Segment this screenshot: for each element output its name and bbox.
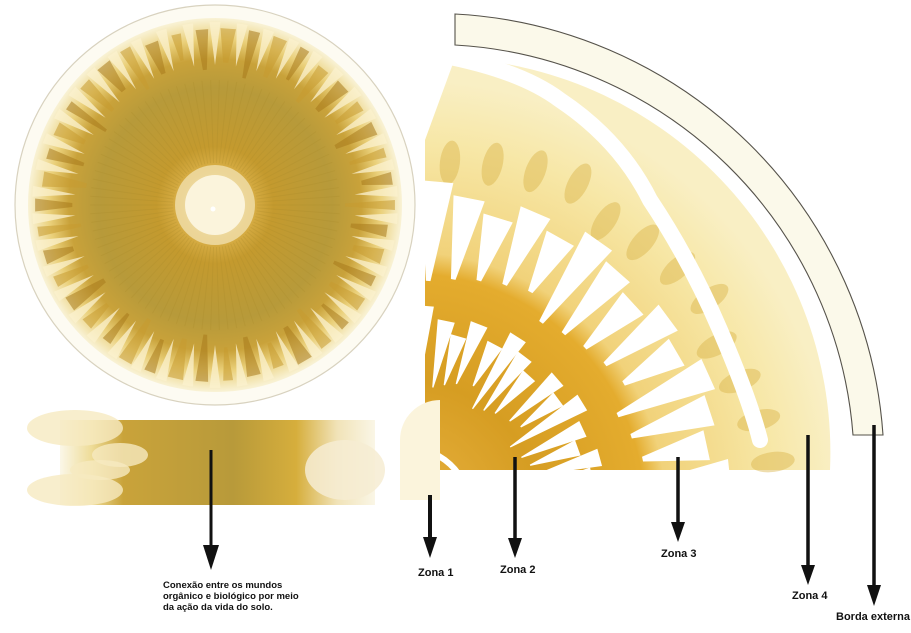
label-zona3: Zona 3 [661, 548, 696, 560]
arrow-zona2 [508, 457, 522, 558]
label-zona2: Zona 2 [500, 564, 535, 576]
sector-zones [400, 14, 883, 510]
arrow-zona1 [423, 495, 437, 558]
label-borda-externa: Borda externa [836, 611, 910, 623]
caption-line-1: Conexão entre os mundos [163, 580, 299, 591]
arrow-borda-externa [867, 425, 881, 606]
label-zona1: Zona 1 [418, 567, 453, 579]
magnified-strip [27, 410, 385, 506]
caption-line-3: da ação da vida do solo. [163, 602, 299, 613]
caption-text: Conexão entre os mundos orgânico e bioló… [163, 580, 299, 613]
label-zona4: Zona 4 [792, 590, 827, 602]
full-chromatogram-disc [15, 5, 415, 405]
caption-line-2: orgânico e biológico por meio [163, 591, 299, 602]
